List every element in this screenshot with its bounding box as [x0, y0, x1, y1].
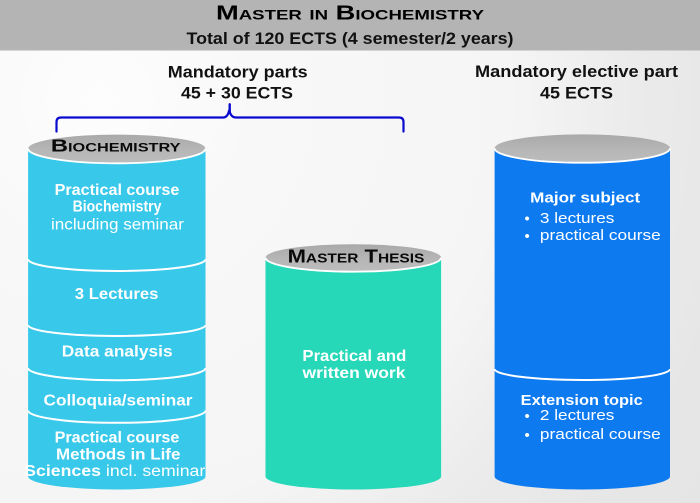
svg-text:•: • — [525, 408, 530, 425]
svg-text:Practical course: Practical course — [55, 182, 180, 199]
svg-text:Master in Biochemistry: Master in Biochemistry — [216, 2, 485, 25]
svg-text:Master Thesis: Master Thesis — [288, 246, 425, 267]
svg-text:Colloquia/seminar: Colloquia/seminar — [44, 392, 193, 409]
svg-text:•: • — [525, 228, 530, 245]
svg-text:Practical and: Practical and — [302, 348, 406, 365]
svg-text:written work: written work — [301, 365, 405, 382]
svg-text:2 lectures: 2 lectures — [540, 407, 615, 424]
svg-text:45 + 30 ECTS: 45 + 30 ECTS — [181, 84, 293, 103]
svg-text:Extension topic: Extension topic — [521, 392, 643, 409]
svg-text:45 ECTS: 45 ECTS — [540, 83, 613, 102]
svg-text:including seminar: including seminar — [51, 217, 184, 234]
svg-text:Total of 120 ECTS (4 semester/: Total of 120 ECTS (4 semester/2 years) — [187, 29, 514, 48]
svg-text:Methods in Life: Methods in Life — [56, 446, 181, 463]
svg-text:•: • — [525, 210, 530, 227]
svg-text:incl. seminar: incl. seminar — [101, 463, 205, 480]
svg-text:Mandatory parts: Mandatory parts — [168, 63, 308, 81]
svg-text:Major subject: Major subject — [530, 189, 640, 206]
svg-text:Biochemistry: Biochemistry — [51, 136, 181, 156]
svg-text:3 Lectures: 3 Lectures — [75, 286, 159, 303]
svg-text:practical course: practical course — [540, 426, 661, 443]
svg-text:Sciences: Sciences — [24, 463, 101, 480]
svg-text:Mandatory elective part: Mandatory elective part — [475, 63, 679, 81]
svg-text:•: • — [525, 427, 530, 444]
svg-text:Practical course: Practical course — [55, 429, 180, 446]
svg-text:Biochemistry: Biochemistry — [73, 199, 162, 216]
svg-text:practical course: practical course — [540, 227, 661, 244]
svg-text:3 lectures: 3 lectures — [540, 210, 615, 227]
svg-text:Data analysis: Data analysis — [62, 343, 173, 360]
